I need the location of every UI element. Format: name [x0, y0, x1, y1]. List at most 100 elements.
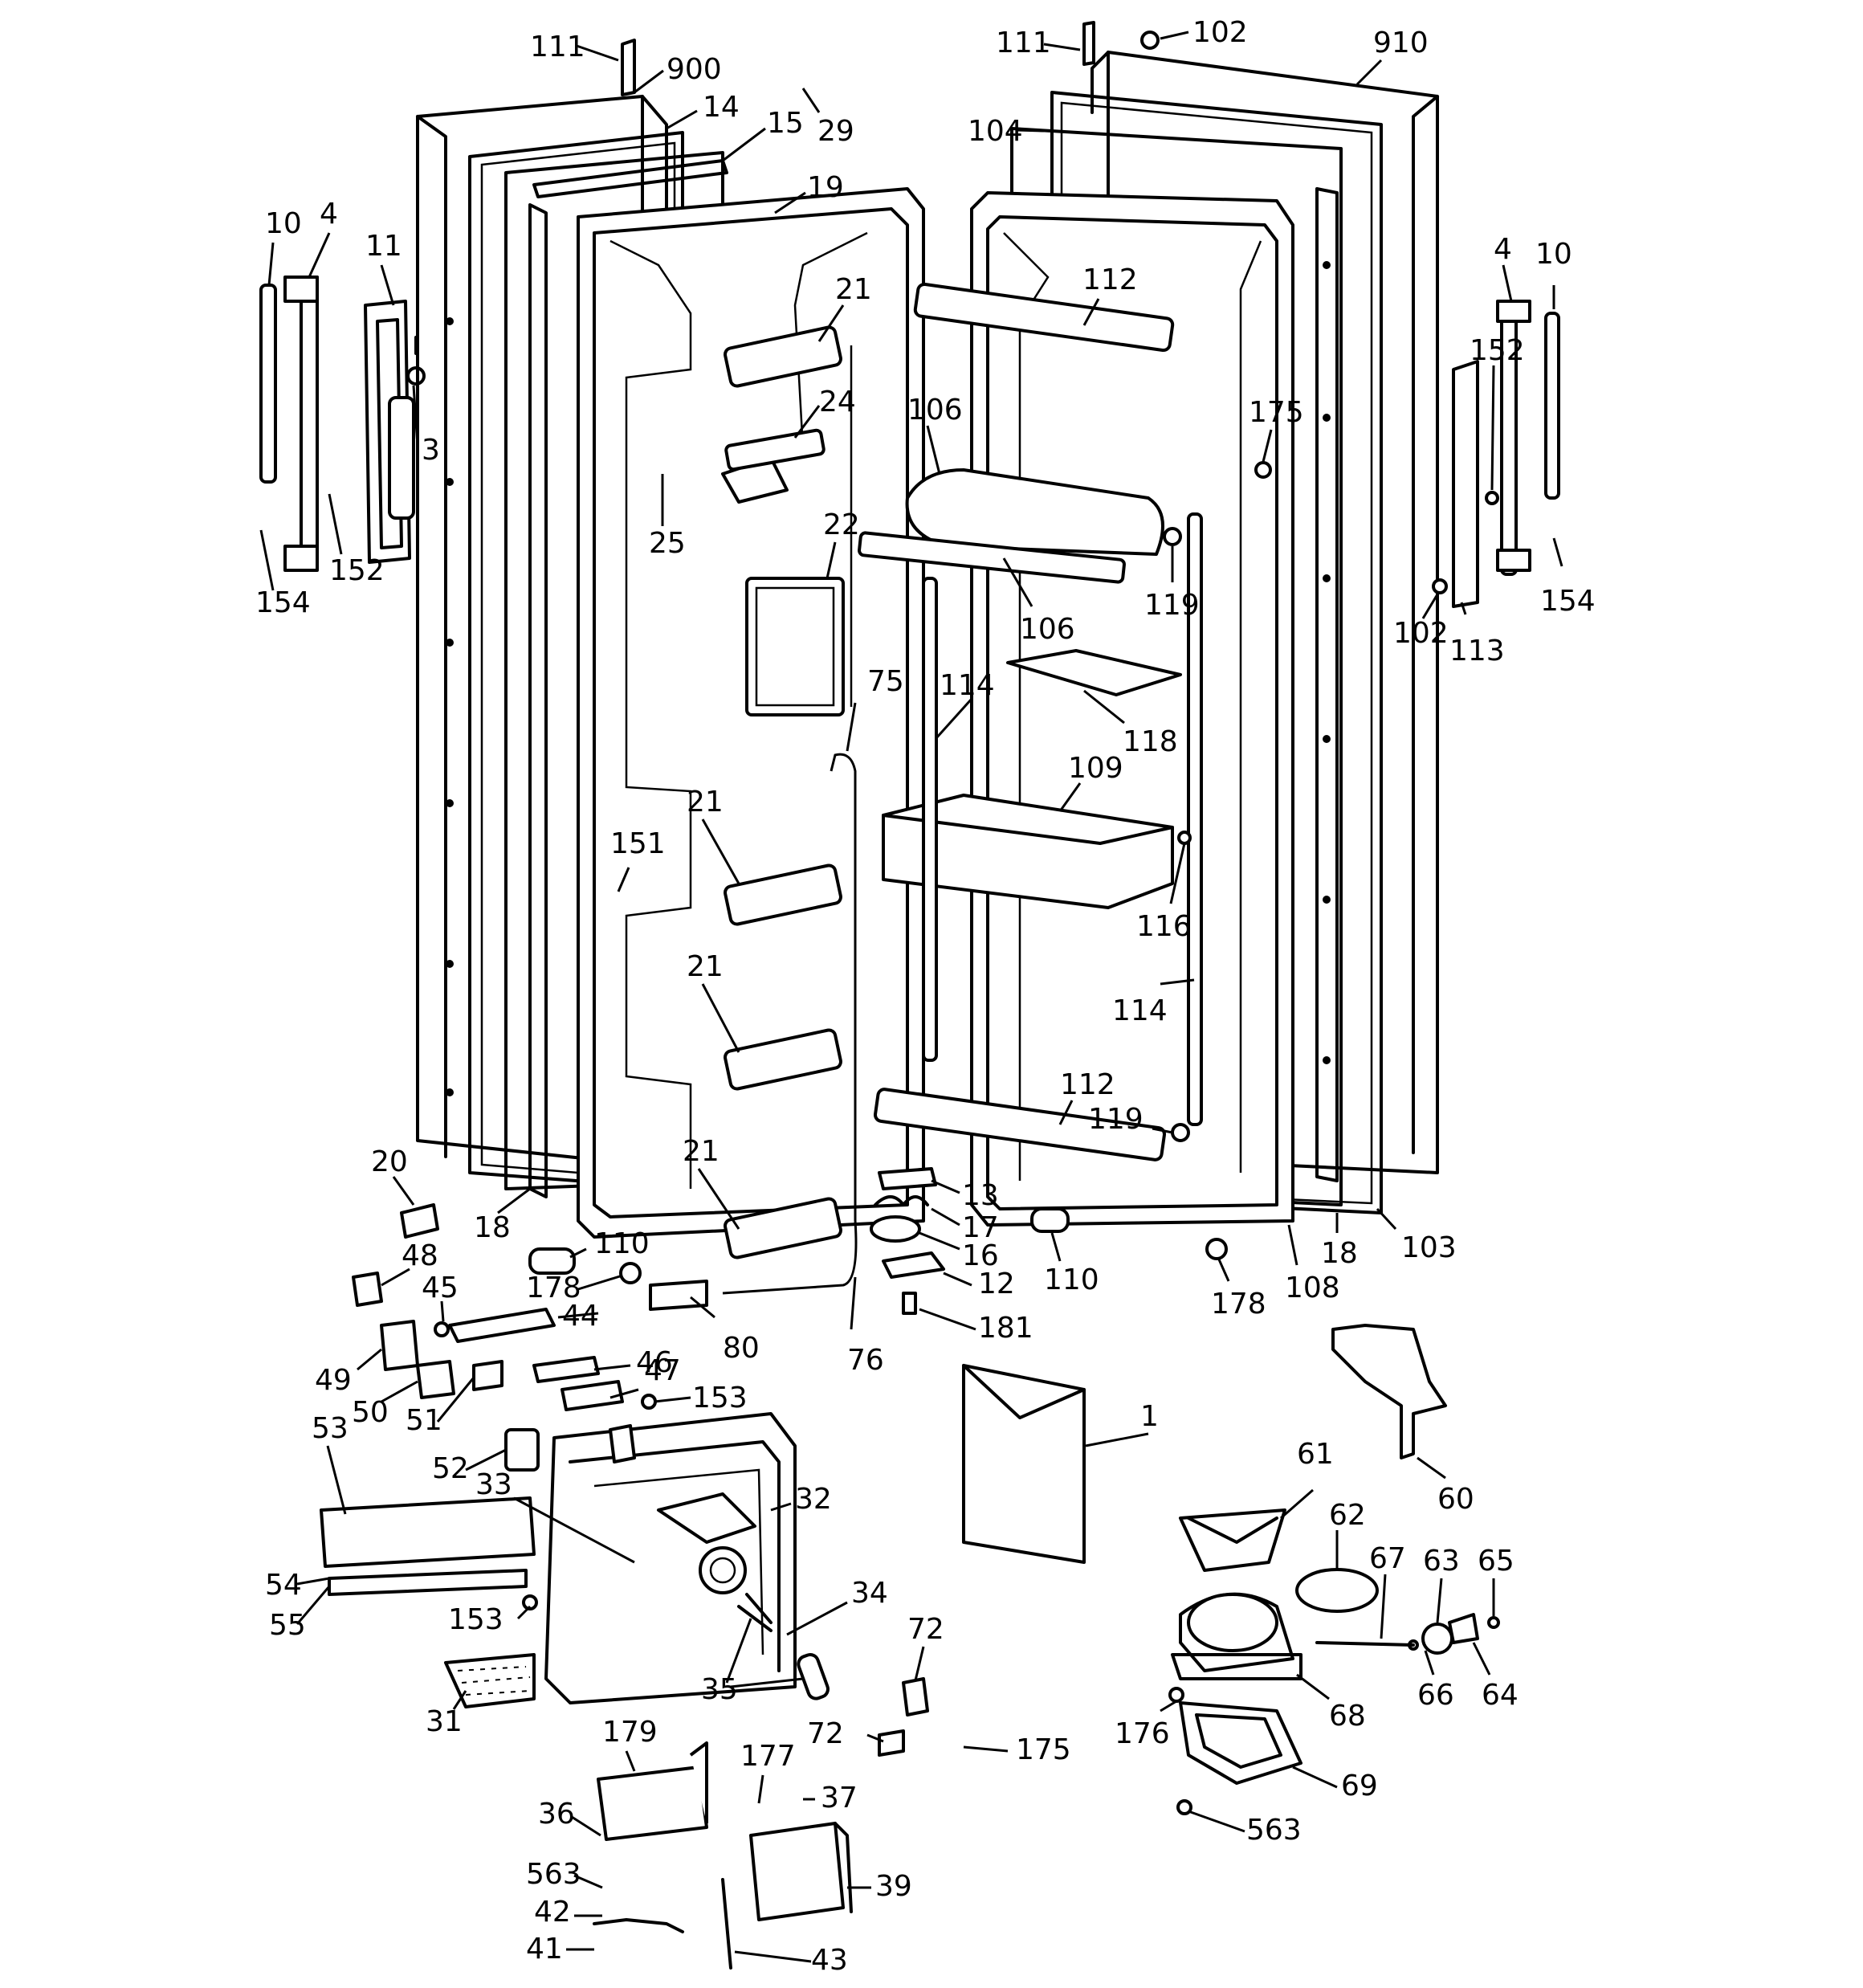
callout-label: 111 [530, 31, 585, 63]
callout-label: 63 [1423, 1545, 1460, 1578]
callout-label: 42 [534, 1896, 571, 1929]
callout-label: 563 [526, 1858, 581, 1891]
callout-label: 10 [1535, 238, 1572, 271]
callout-label: 176 [1115, 1717, 1170, 1750]
callout-label: 36 [538, 1798, 575, 1831]
freezer-door-shelves [724, 325, 842, 1259]
callout-label: 175 [1016, 1733, 1071, 1766]
callout-label: 25 [649, 527, 686, 560]
callout-label: 178 [1211, 1288, 1266, 1321]
callout-label: 21 [683, 1135, 720, 1168]
fresh-food-door-handle-parts [1432, 300, 1560, 608]
callout-label: 21 [835, 273, 872, 306]
callout-label: 119 [1088, 1103, 1143, 1136]
callout-label: 154 [1540, 585, 1596, 618]
callout-label: 119 [1144, 589, 1200, 622]
callout-label: 152 [1470, 334, 1525, 367]
callout-label: 17 [962, 1211, 999, 1244]
dispenser-small-parts [352, 1203, 708, 1610]
callout-label: 113 [1449, 635, 1505, 667]
callout-label: 60 [1437, 1483, 1474, 1516]
callout-label: 104 [968, 115, 1023, 148]
callout-label: 47 [644, 1354, 681, 1387]
callout-label: 110 [1044, 1263, 1099, 1296]
callout-label: 13 [962, 1179, 999, 1212]
callout-label: 29 [817, 115, 854, 148]
callout-label: 62 [1329, 1499, 1366, 1532]
callout-label: 153 [692, 1382, 748, 1414]
callout-label: 43 [811, 1944, 848, 1977]
callout-label: 910 [1373, 27, 1429, 59]
callout-label: 18 [1321, 1237, 1358, 1270]
dispenser-control-parts [593, 1677, 929, 1970]
callout-label: 53 [312, 1412, 349, 1445]
callout-label: 118 [1123, 725, 1178, 758]
callout-label: 46 [636, 1346, 673, 1379]
callout-label: 116 [1136, 910, 1192, 943]
callout-label: 177 [740, 1740, 796, 1773]
fan-motor-assembly [1168, 1508, 1500, 1815]
callout-label: 102 [1393, 617, 1449, 650]
callout-label: 1 [1140, 1400, 1159, 1433]
callout-label: 68 [1329, 1700, 1366, 1733]
callout-label: 3 [422, 434, 440, 467]
callout-label: 50 [352, 1396, 389, 1429]
callout-label: 21 [687, 950, 724, 983]
callout-label: 103 [1401, 1231, 1457, 1264]
callout-label: 21 [687, 786, 724, 818]
icemaker-bracket [1331, 1324, 1447, 1459]
callout-label: 18 [474, 1211, 511, 1244]
callout-label: 12 [978, 1268, 1015, 1300]
callout-label: 76 [847, 1344, 884, 1377]
callout-label: 31 [426, 1705, 463, 1738]
callout-label: 19 [807, 171, 844, 204]
callout-label: 152 [329, 554, 385, 587]
fresh-food-door-liner [858, 191, 1294, 1227]
water-tube [722, 753, 858, 1295]
callout-label: 16 [962, 1239, 999, 1272]
callout-label: 66 [1417, 1679, 1454, 1712]
callout-label: 49 [315, 1364, 352, 1397]
callout-label: 151 [610, 827, 666, 860]
callout-label: 44 [562, 1300, 599, 1333]
callout-label: 55 [269, 1609, 306, 1642]
callout-label: 900 [667, 53, 722, 86]
fresh-food-door-hinge-top [1082, 21, 1160, 66]
callout-label: 69 [1341, 1770, 1378, 1802]
callout-label: 4 [320, 198, 338, 231]
callout-label: 51 [406, 1404, 442, 1437]
callout-label: 14 [703, 91, 740, 124]
callout-label: 114 [940, 669, 995, 702]
callout-label: 45 [422, 1272, 459, 1304]
callout-label: 108 [1285, 1272, 1340, 1304]
callout-label: 15 [767, 107, 804, 140]
callout-label: 67 [1369, 1542, 1406, 1575]
callout-label: 106 [1020, 613, 1075, 646]
callout-label: 33 [475, 1468, 512, 1501]
callout-label: 179 [602, 1716, 658, 1749]
callout-label: 563 [1246, 1814, 1302, 1847]
callout-label: 20 [371, 1145, 408, 1178]
callout-label: 39 [875, 1870, 912, 1903]
callout-label: 112 [1060, 1068, 1115, 1101]
callout-label: 41 [526, 1933, 563, 1966]
callout-label: 181 [978, 1312, 1033, 1345]
callout-label: 4 [1494, 233, 1512, 266]
callout-label: 75 [867, 665, 904, 698]
callout-label: 109 [1068, 752, 1123, 785]
callout-label: 10 [265, 207, 302, 240]
callout-label: 110 [594, 1227, 650, 1260]
dispenser-assembly [320, 1412, 830, 1708]
callout-label: 52 [432, 1452, 469, 1485]
callout-label: 24 [819, 386, 856, 418]
callout-label: 11 [365, 230, 402, 263]
freezer-door-handle-parts [259, 276, 426, 572]
callout-label: 37 [821, 1782, 858, 1815]
freezer-door-hinge-top [621, 39, 636, 96]
callout-label: 65 [1478, 1545, 1514, 1578]
callout-label: 64 [1482, 1679, 1519, 1712]
callout-label: 106 [907, 394, 963, 427]
callout-label: 34 [851, 1577, 888, 1610]
callout-label: 72 [807, 1717, 844, 1750]
callout-label: 54 [265, 1569, 302, 1602]
